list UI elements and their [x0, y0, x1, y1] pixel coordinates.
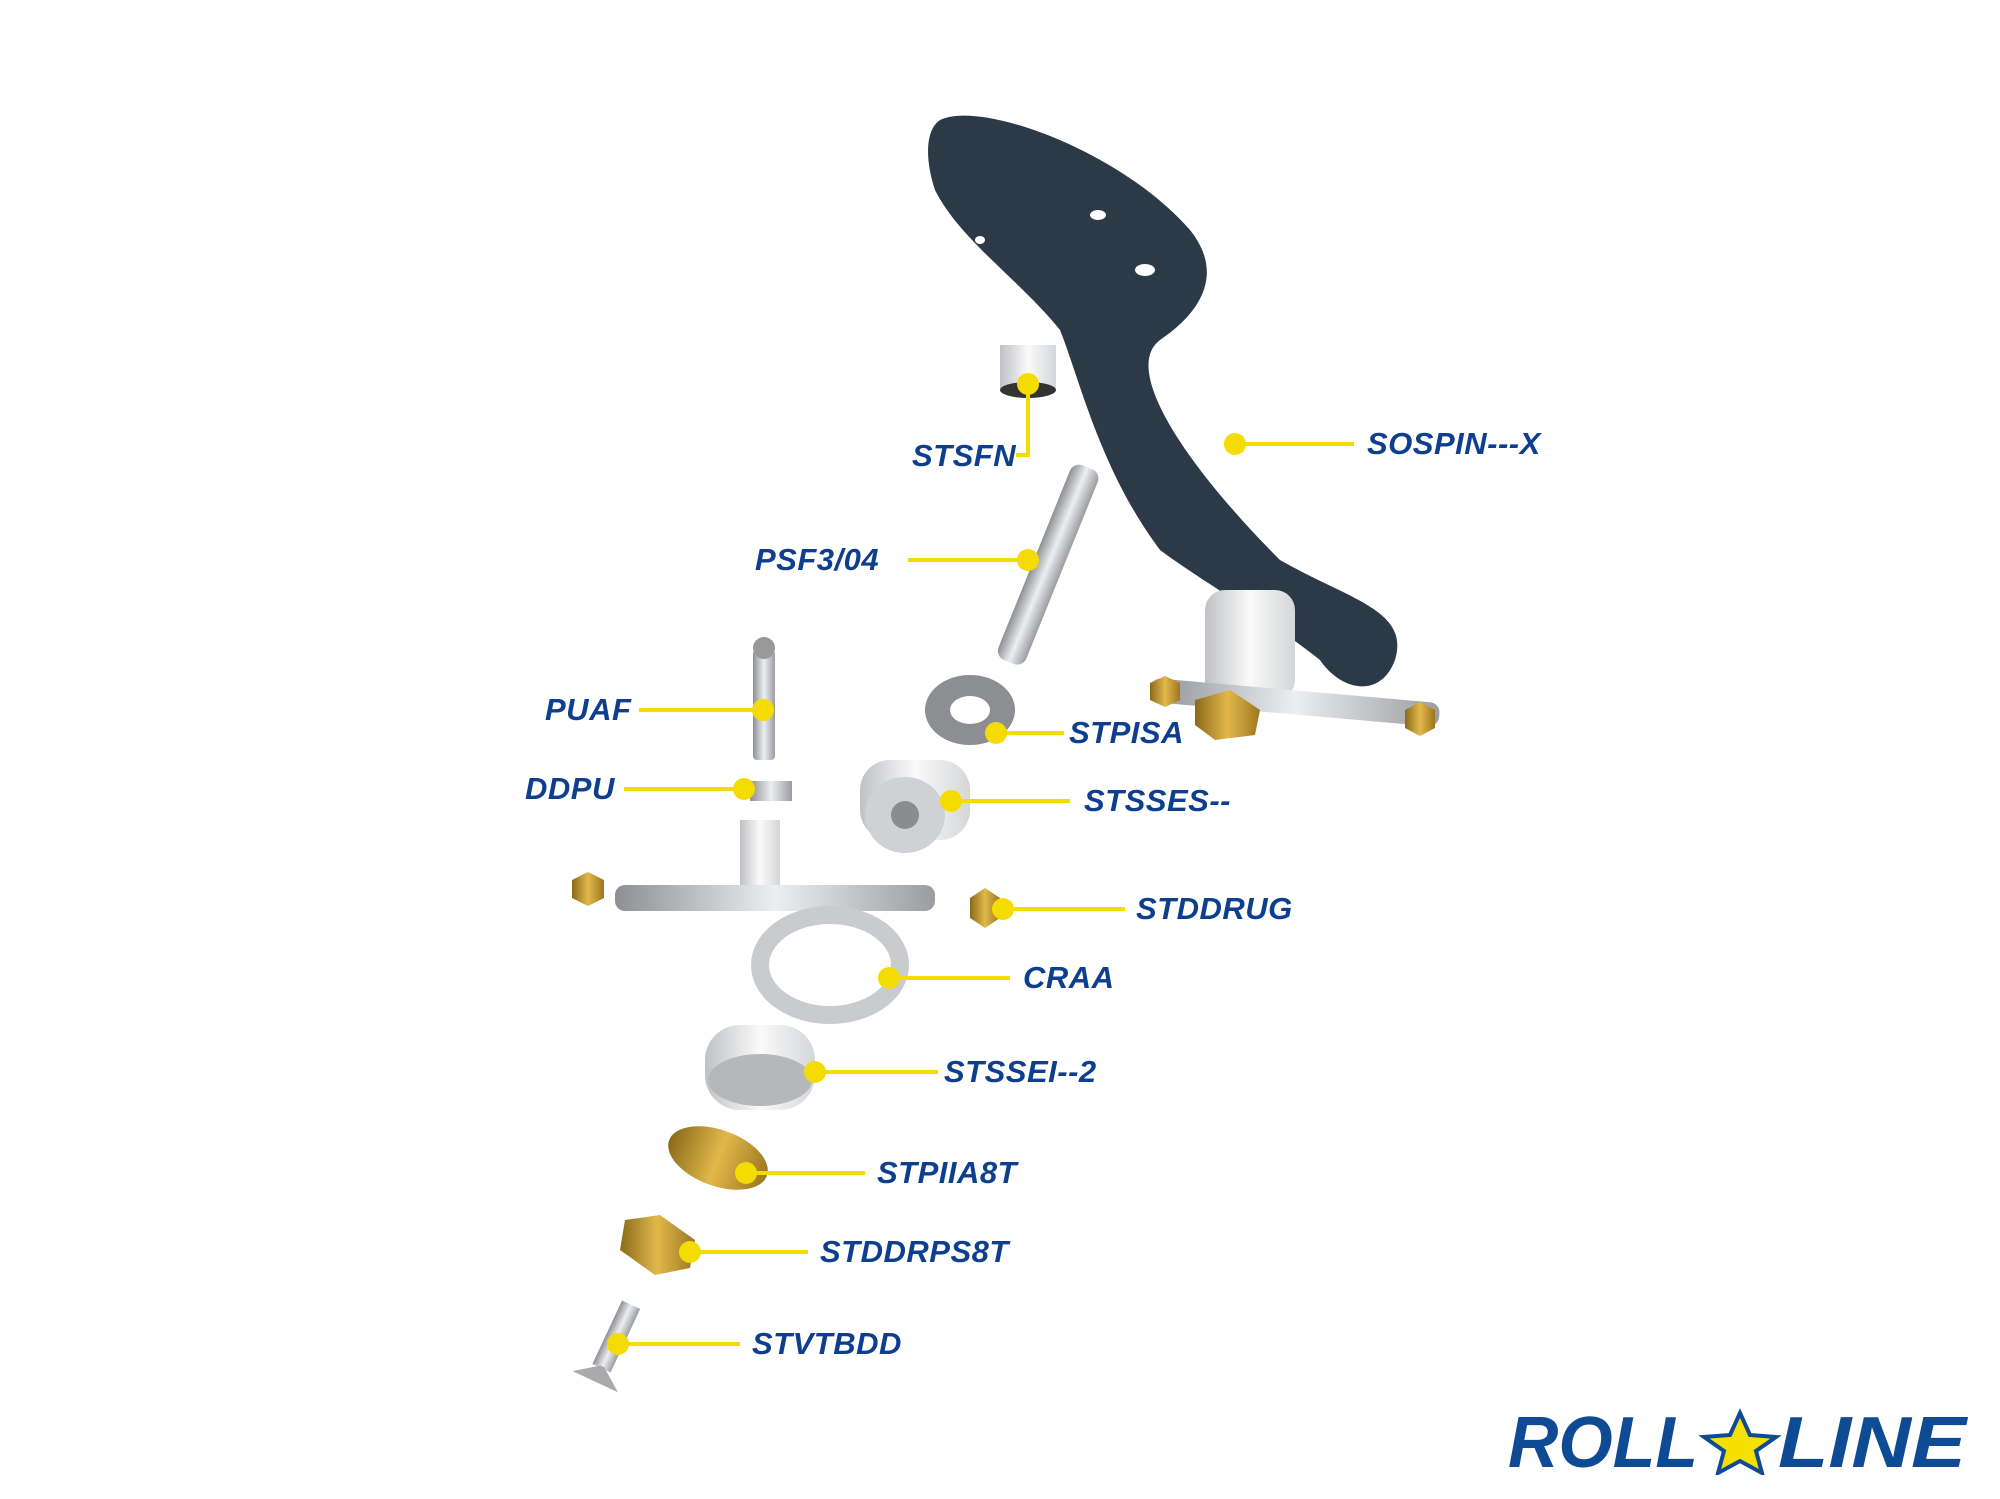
label-stpisa: STPISA — [1069, 715, 1184, 750]
label-stddrps: STDDRPS8T — [820, 1234, 1009, 1269]
label-stsfn: STSFN — [912, 438, 1017, 473]
psf-pin — [997, 464, 1099, 665]
stddrug-nut — [970, 888, 1000, 928]
craa-hanger — [572, 820, 935, 1024]
roll-line-logo: ROLL LINE — [1508, 1405, 1968, 1475]
label-stsses: STSSES-- — [1084, 783, 1231, 818]
puaf-part — [753, 637, 775, 760]
label-stssei: STSSEI--2 — [944, 1054, 1097, 1089]
star-icon — [1698, 1408, 1782, 1475]
svg-text:ROLL: ROLL — [1508, 1405, 1698, 1475]
label-ddpu: DDPU — [525, 771, 615, 806]
label-stddrug: STDDRUG — [1136, 891, 1293, 926]
sospin-plate — [928, 115, 1398, 687]
stddrps-nut — [620, 1215, 695, 1275]
stsfn-part — [1000, 345, 1056, 398]
stpiia-plate — [668, 1126, 768, 1190]
stssei-cushion — [705, 1025, 815, 1110]
stsses-cushion — [860, 760, 970, 853]
label-sospin: SOSPIN---X — [1367, 426, 1541, 461]
label-puaf: PUAF — [545, 692, 632, 727]
label-psf: PSF3/04 — [755, 542, 880, 577]
leader-lines — [618, 384, 1354, 1346]
label-stpiia: STPIIA8T — [877, 1155, 1018, 1190]
leader-dots — [607, 373, 1246, 1355]
svg-text:LINE: LINE — [1778, 1405, 1968, 1475]
assembled-truck — [1150, 590, 1440, 740]
label-craa: CRAA — [1023, 960, 1115, 995]
label-stvtbdd: STVTBDD — [752, 1326, 902, 1361]
ddpu-part — [750, 781, 792, 801]
